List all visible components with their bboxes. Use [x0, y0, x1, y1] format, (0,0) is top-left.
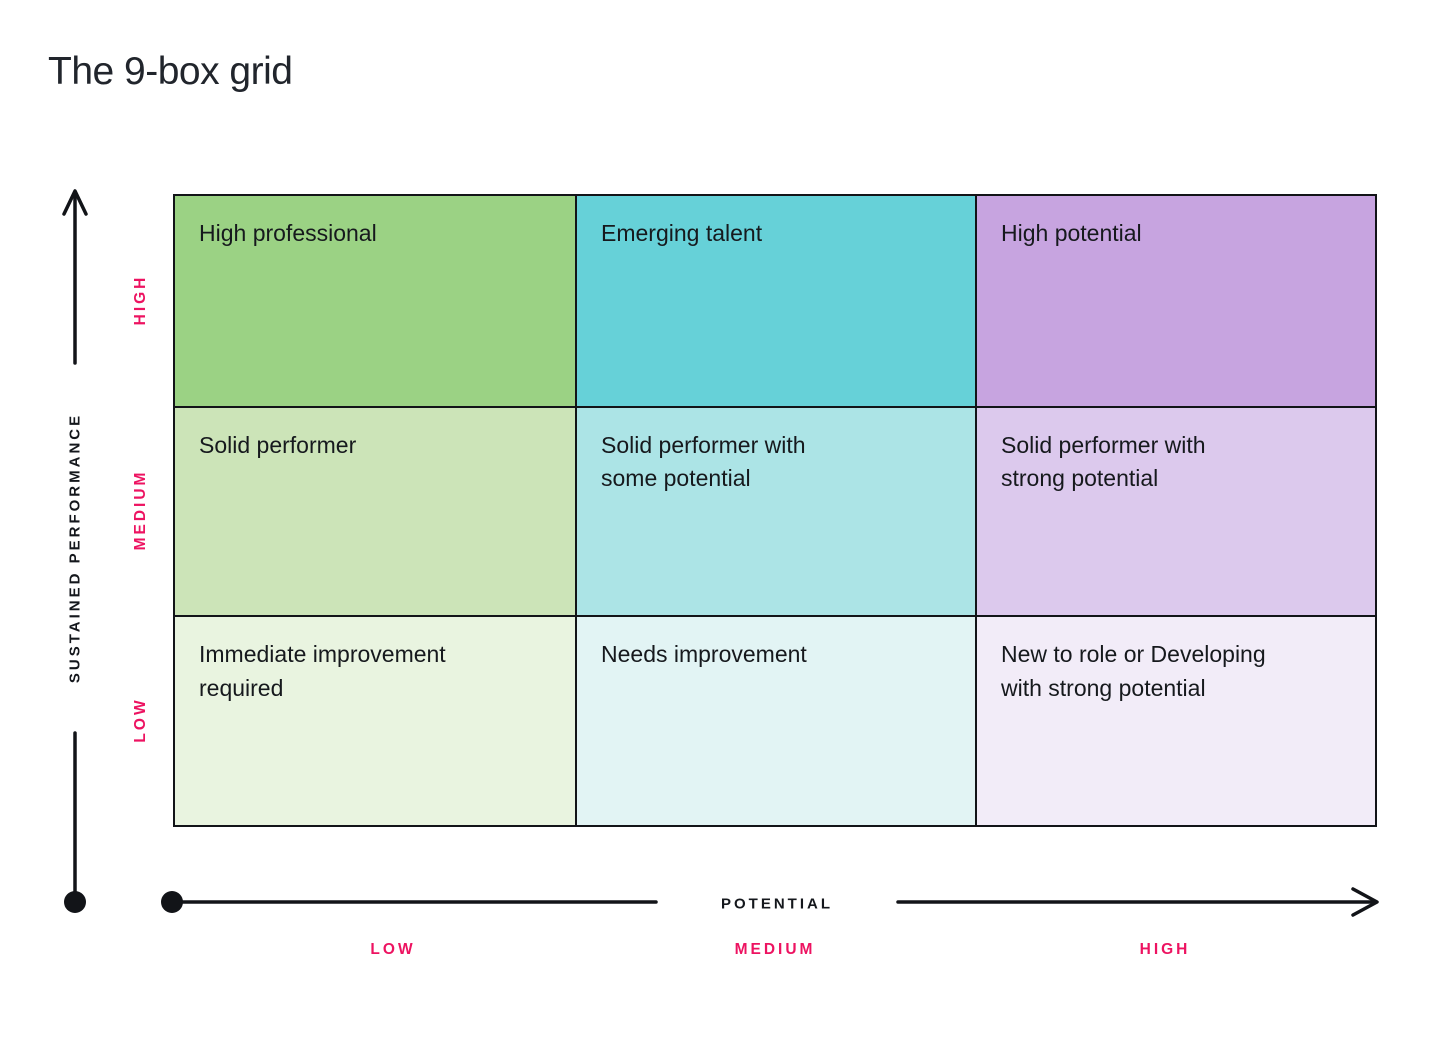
- x-tick-high: HIGH: [1139, 941, 1191, 958]
- y-axis-arrowhead-icon: [62, 189, 88, 216]
- cell-high-professional: High professional: [175, 196, 575, 406]
- page-title: The 9-box grid: [48, 50, 293, 93]
- x-axis-label: POTENTIAL: [721, 895, 833, 913]
- cell-solid-performer-strong-potential: Solid performer with strong potential: [975, 405, 1375, 616]
- y-tick-high: HIGH: [132, 274, 149, 326]
- y-tick-low: LOW: [132, 697, 149, 743]
- cell-new-to-role-or-developing: New to role or Developing with strong po…: [975, 615, 1375, 825]
- cell-needs-improvement: Needs improvement: [575, 615, 975, 825]
- x-axis-arrowhead-icon: [1351, 887, 1379, 917]
- cell-solid-performer: Solid performer: [175, 405, 575, 616]
- cell-immediate-improvement-required: Immediate improvement required: [175, 615, 575, 825]
- y-axis-label: SUSTAINED PERFORMANCE: [66, 412, 84, 684]
- x-tick-medium: MEDIUM: [734, 941, 816, 958]
- x-tick-low: LOW: [370, 941, 416, 958]
- x-axis-origin-dot: [161, 891, 183, 913]
- cell-high-potential: High potential: [975, 196, 1375, 406]
- y-tick-medium: MEDIUM: [132, 469, 149, 551]
- y-axis-origin-dot: [64, 891, 86, 913]
- cell-solid-performer-some-potential: Solid performer with some potential: [575, 405, 975, 616]
- cell-emerging-talent: Emerging talent: [575, 196, 975, 406]
- nine-box-grid: High professional Emerging talent High p…: [173, 194, 1377, 827]
